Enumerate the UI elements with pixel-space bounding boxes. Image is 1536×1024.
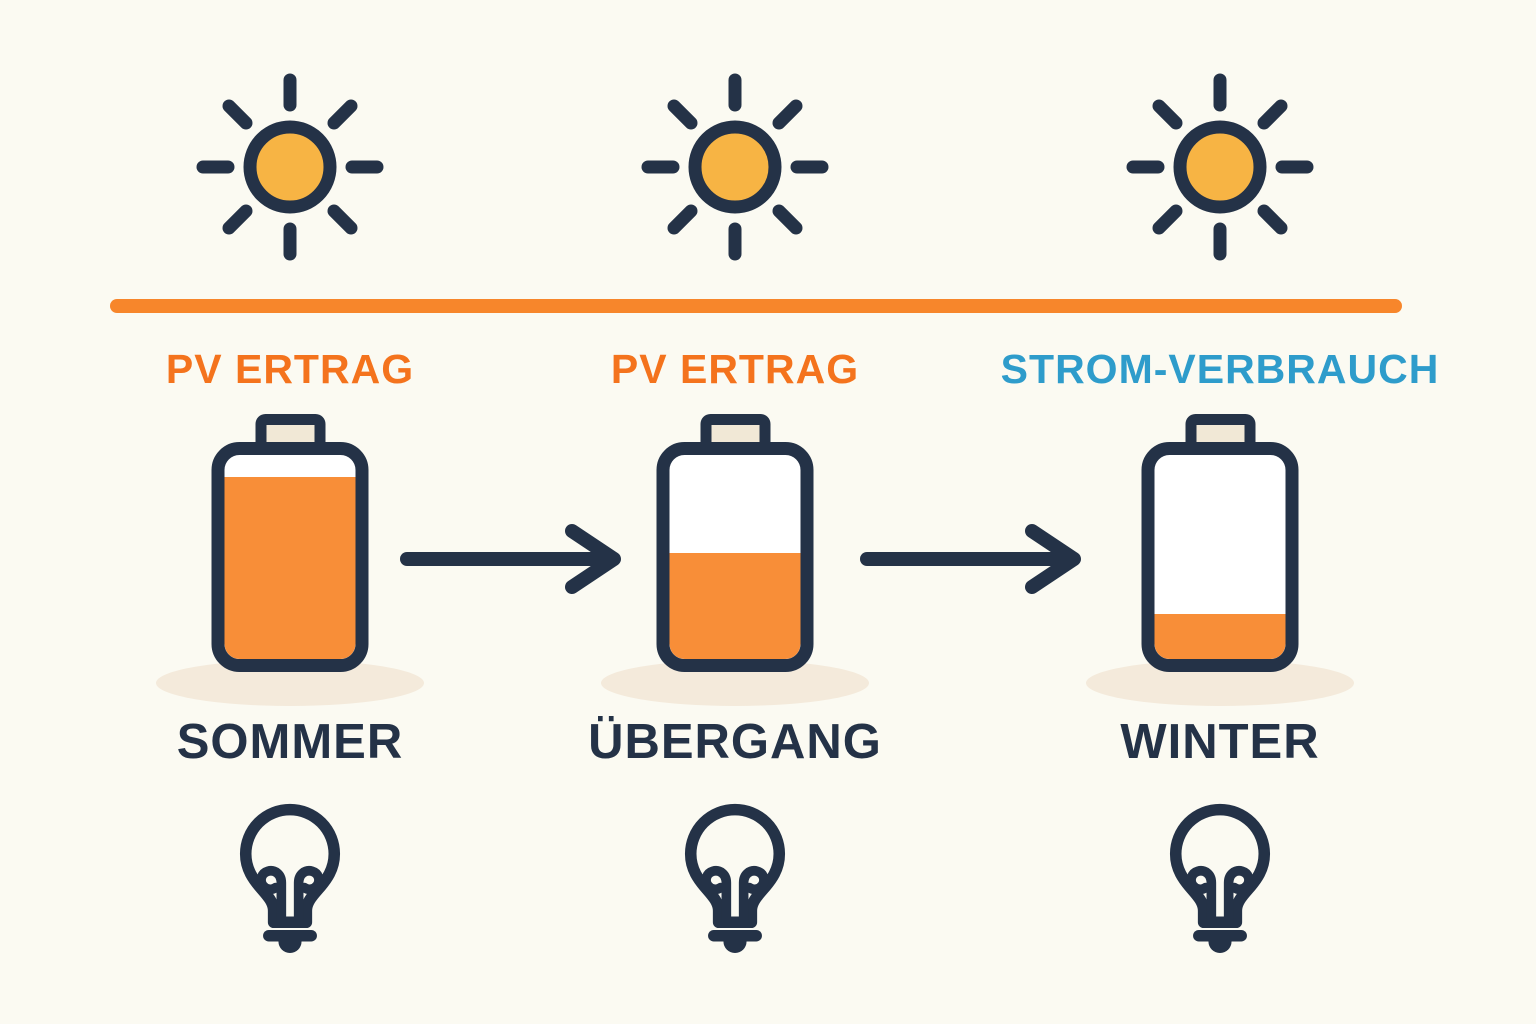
arrow-right-icon [400,524,621,594]
battery-icon [211,414,369,672]
battery-icon [1141,414,1299,672]
sun-icon [641,73,829,261]
pv-divider-line [110,299,1402,313]
season-label: WINTER [1120,715,1320,769]
column-sommer: PV ERTRAG SOMMER [60,0,520,1024]
pv-ertrag-label: PV ERTRAG [610,346,860,392]
lightbulb-icon [239,803,341,954]
column-winter: STROM-VERBRAUCH WINTER [990,0,1450,1024]
battery-body [656,442,814,672]
battery-fill-level [1154,614,1286,659]
battery-icon [656,414,814,672]
battery-body [211,442,369,672]
column-uebergang: PV ERTRAG ÜBERGANG [505,0,965,1024]
sun-icon [1126,73,1314,261]
pv-ertrag-label: PV ERTRAG [165,346,415,392]
strom-verbrauch-label: STROM-VERBRAUCH [1000,346,1440,392]
arrow-right-icon [860,524,1081,594]
battery-fill-level [669,552,801,659]
season-label: SOMMER [176,715,404,769]
battery-fill-level [224,477,356,659]
lightbulb-icon [1169,803,1271,954]
season-label: ÜBERGANG [588,715,882,769]
battery-body [1141,442,1299,672]
sun-icon [196,73,384,261]
lightbulb-icon [684,803,786,954]
